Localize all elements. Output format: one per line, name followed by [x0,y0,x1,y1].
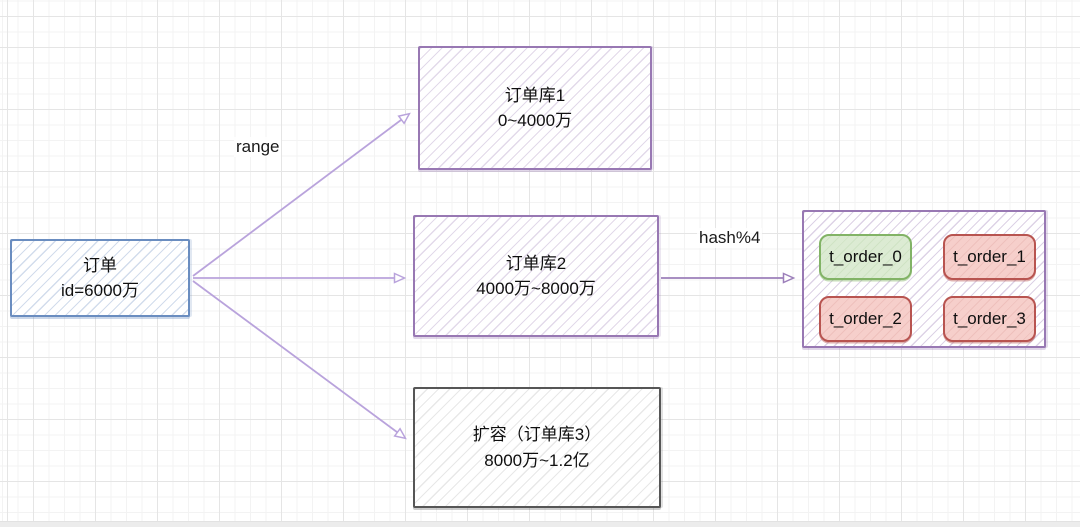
db3-expand-node[interactable]: 扩容（订单库3） 8000万~1.2亿 [413,387,661,508]
db1-node-title: 订单库1 [504,85,566,105]
table-group-container[interactable]: t_order_0 t_order_1 t_order_2 t_order_3 [802,210,1046,348]
table-chip-t-order-0[interactable]: t_order_0 [819,234,912,280]
db1-node-subtitle: 0~4000万 [497,111,573,130]
db3-expand-node-title: 扩容（订单库3） [472,425,602,444]
table-chip-t-order-2[interactable]: t_order_2 [819,296,912,342]
db3-expand-node-subtitle: 8000万~1.2亿 [484,450,590,470]
db2-node[interactable]: 订单库2 4000万~8000万 [413,215,659,337]
order-node-title: 订单 [83,255,117,275]
arrow-to-db3 [192,280,407,440]
edge-label-range: range [234,137,282,157]
db2-node-title: 订单库2 [505,253,567,273]
order-node-subtitle: id=6000万 [61,281,139,300]
table-chip-t-order-1[interactable]: t_order_1 [943,234,1036,280]
order-node[interactable]: 订单 id=6000万 [10,239,190,317]
bottom-scroll-strip [0,521,1080,527]
table-chip-t-order-3[interactable]: t_order_3 [943,296,1036,342]
db1-node[interactable]: 订单库1 0~4000万 [418,46,652,170]
arrow-range-to-db1 [192,112,411,277]
db2-node-subtitle: 4000万~8000万 [476,279,596,298]
edge-label-hash: hash%4 [697,228,763,248]
